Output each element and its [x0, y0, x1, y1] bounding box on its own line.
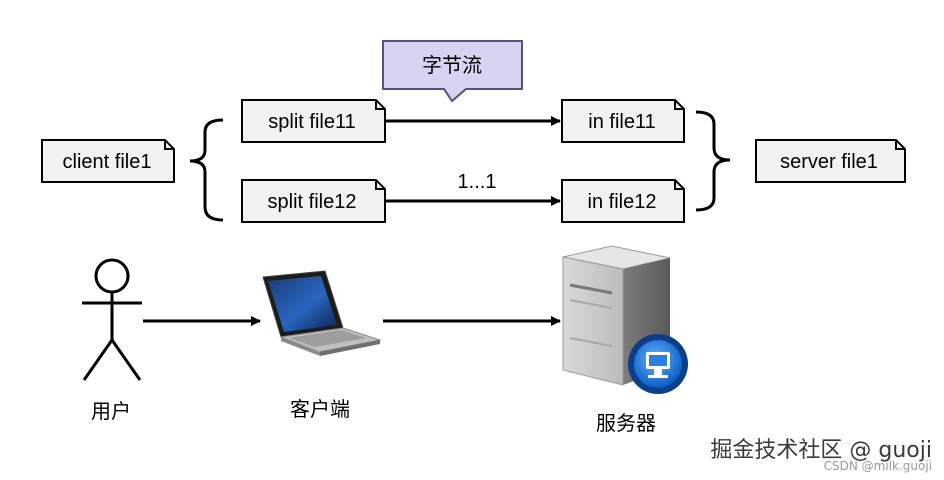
- server-file-label: server file1: [780, 151, 878, 173]
- laptop-icon: [262, 270, 382, 356]
- split-file-note-1: split file11: [241, 99, 386, 143]
- client-label: 客户端: [290, 397, 350, 421]
- right-brace: [695, 110, 731, 212]
- in-file-label: in file12: [588, 191, 657, 213]
- split-file-label: split file12: [268, 191, 357, 213]
- server-file-note: server file1: [755, 139, 906, 183]
- in-file-note-1: in file11: [561, 99, 685, 143]
- watermark-sub: CSDN @milk.guoji: [824, 459, 932, 473]
- left-brace: [189, 118, 224, 222]
- watermark-main: 掘金技术社区 @ guoji: [710, 438, 932, 463]
- byte-stream-callout: 字节流: [382, 40, 523, 103]
- server-icon: [562, 245, 671, 386]
- split-file-label: split file11: [268, 111, 355, 133]
- in-file-note-2: in file12: [561, 179, 685, 223]
- client-file-note: client file1: [41, 139, 175, 183]
- split-file-note-2: split file12: [241, 179, 386, 223]
- user-label: 用户: [91, 399, 131, 423]
- in-file-label: in file11: [588, 111, 655, 133]
- user-stick-figure-icon: [82, 258, 142, 381]
- server-label: 服务器: [596, 411, 656, 435]
- client-file-label: client file1: [63, 151, 152, 173]
- callout-text: 字节流: [422, 53, 482, 77]
- network-badge-icon: [628, 334, 688, 394]
- arrow-label: 1...1: [458, 171, 497, 193]
